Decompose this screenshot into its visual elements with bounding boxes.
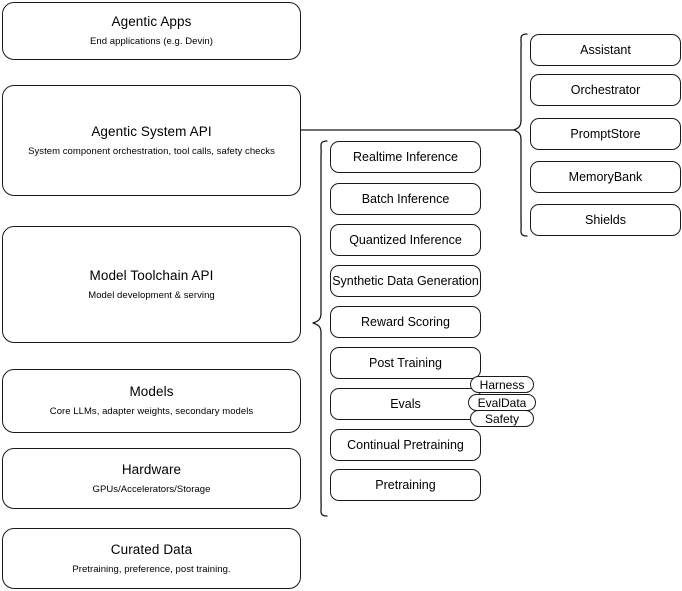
layer-title: Models xyxy=(129,384,174,400)
component-label: Quantized Inference xyxy=(349,233,462,247)
layer-subtitle: System component orchestration, tool cal… xyxy=(28,145,275,157)
evals-pill-evaldata[interactable]: EvalData xyxy=(468,394,536,411)
layer-subtitle: Core LLMs, adapter weights, secondary mo… xyxy=(49,406,254,417)
component-label: Reward Scoring xyxy=(361,315,450,329)
brace-agentic-components xyxy=(513,33,528,237)
component-evals[interactable]: Evals xyxy=(330,388,481,420)
component-label: MemoryBank xyxy=(568,170,643,184)
evals-pill-safety[interactable]: Safety xyxy=(470,410,534,427)
evals-pill-harness[interactable]: Harness xyxy=(470,376,534,393)
layer-subtitle: Pretraining, preference, post training. xyxy=(72,563,231,575)
layer-subtitle: Model development & serving xyxy=(88,289,215,301)
component-orchestrator[interactable]: Orchestrator xyxy=(530,74,681,106)
component-label: Orchestrator xyxy=(570,83,641,97)
component-synthetic-data-generation[interactable]: Synthetic Data Generation xyxy=(330,265,481,297)
component-label: Evals xyxy=(390,397,421,411)
component-label: Pretraining xyxy=(375,478,436,492)
component-label: Post Training xyxy=(369,356,442,370)
component-memorybank[interactable]: MemoryBank xyxy=(530,161,681,193)
component-post-training[interactable]: Post Training xyxy=(330,347,481,379)
layer-model-toolchain-api[interactable]: Model Toolchain API Model development & … xyxy=(2,226,301,343)
component-label: Shields xyxy=(585,213,626,227)
layer-title: Agentic Apps xyxy=(111,14,192,30)
pill-label: Safety xyxy=(484,411,520,426)
component-quantized-inference[interactable]: Quantized Inference xyxy=(330,224,481,256)
component-assistant[interactable]: Assistant xyxy=(530,34,681,66)
component-continual-pretraining[interactable]: Continual Pretraining xyxy=(330,429,481,461)
component-label: Realtime Inference xyxy=(353,150,458,164)
layer-agentic-system-api[interactable]: Agentic System API System component orch… xyxy=(2,85,301,196)
layer-title: Agentic System API xyxy=(91,123,212,139)
layer-subtitle: GPUs/Accelerators/Storage xyxy=(92,483,211,495)
component-reward-scoring[interactable]: Reward Scoring xyxy=(330,306,481,338)
component-promptstore[interactable]: PromptStore xyxy=(530,118,681,150)
layer-hardware[interactable]: Hardware GPUs/Accelerators/Storage xyxy=(2,448,301,509)
component-label: Assistant xyxy=(580,43,631,57)
layer-models[interactable]: Models Core LLMs, adapter weights, secon… xyxy=(2,369,301,433)
component-pretraining[interactable]: Pretraining xyxy=(330,469,481,501)
layer-agentic-apps[interactable]: Agentic Apps End applications (e.g. Devi… xyxy=(2,2,301,60)
layer-curated-data[interactable]: Curated Data Pretraining, preference, po… xyxy=(2,528,301,589)
component-label: Batch Inference xyxy=(361,192,450,206)
layer-title: Hardware xyxy=(121,461,182,477)
pill-label: EvalData xyxy=(477,395,527,410)
component-batch-inference[interactable]: Batch Inference xyxy=(330,183,481,215)
component-label: Continual Pretraining xyxy=(347,438,464,452)
component-label: PromptStore xyxy=(570,127,641,141)
component-label: Synthetic Data Generation xyxy=(332,274,479,288)
component-shields[interactable]: Shields xyxy=(530,204,681,236)
pill-label: Harness xyxy=(479,377,525,392)
brace-toolchain-components xyxy=(312,140,328,517)
layer-subtitle: End applications (e.g. Devin) xyxy=(90,36,213,47)
component-realtime-inference[interactable]: Realtime Inference xyxy=(330,141,481,173)
layer-title: Model Toolchain API xyxy=(89,267,214,283)
layer-title: Curated Data xyxy=(110,541,193,557)
